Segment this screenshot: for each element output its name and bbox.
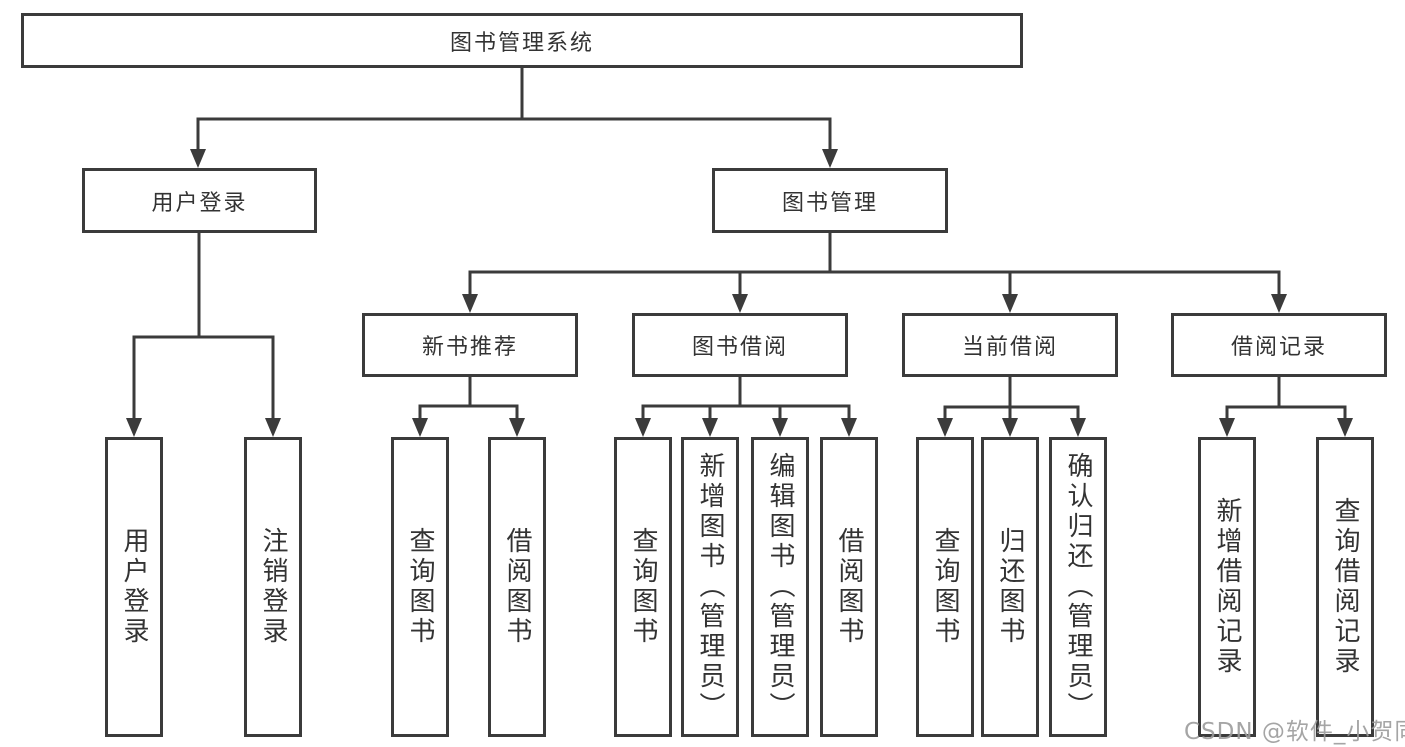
node-borrowing-records: 借阅记录	[1171, 313, 1387, 377]
leaf-br-query-borrow-record: 查询借阅记录	[1316, 437, 1374, 737]
leaf-bb-query-books: 查询图书	[614, 437, 672, 737]
node-library-management-system: 图书管理系统	[21, 13, 1023, 68]
leaf-bb-add-books-admin: 新增图书（管理员）	[681, 437, 739, 737]
leaf-cb-confirm-return-admin: 确认归还（管理员）	[1049, 437, 1107, 737]
leaf-cb-return-books: 归还图书	[981, 437, 1039, 737]
leaf-logout: 注销登录	[244, 437, 302, 737]
leaf-user-login: 用户登录	[105, 437, 163, 737]
node-user-login: 用户登录	[82, 168, 317, 233]
leaf-br-add-borrow-record: 新增借阅记录	[1198, 437, 1256, 737]
node-book-borrowing: 图书借阅	[632, 313, 848, 377]
leaf-bb-borrow-books: 借阅图书	[820, 437, 878, 737]
leaf-nbr-query-books: 查询图书	[391, 437, 449, 737]
node-book-management: 图书管理	[712, 168, 948, 233]
leaf-bb-edit-books-admin: 编辑图书（管理员）	[751, 437, 809, 737]
watermark: CSDN @软件_小贺同学	[1184, 719, 1405, 745]
node-current-borrowing: 当前借阅	[902, 313, 1118, 377]
node-new-book-recommendation: 新书推荐	[362, 313, 578, 377]
leaf-cb-query-books: 查询图书	[916, 437, 974, 737]
leaf-nbr-borrow-books: 借阅图书	[488, 437, 546, 737]
